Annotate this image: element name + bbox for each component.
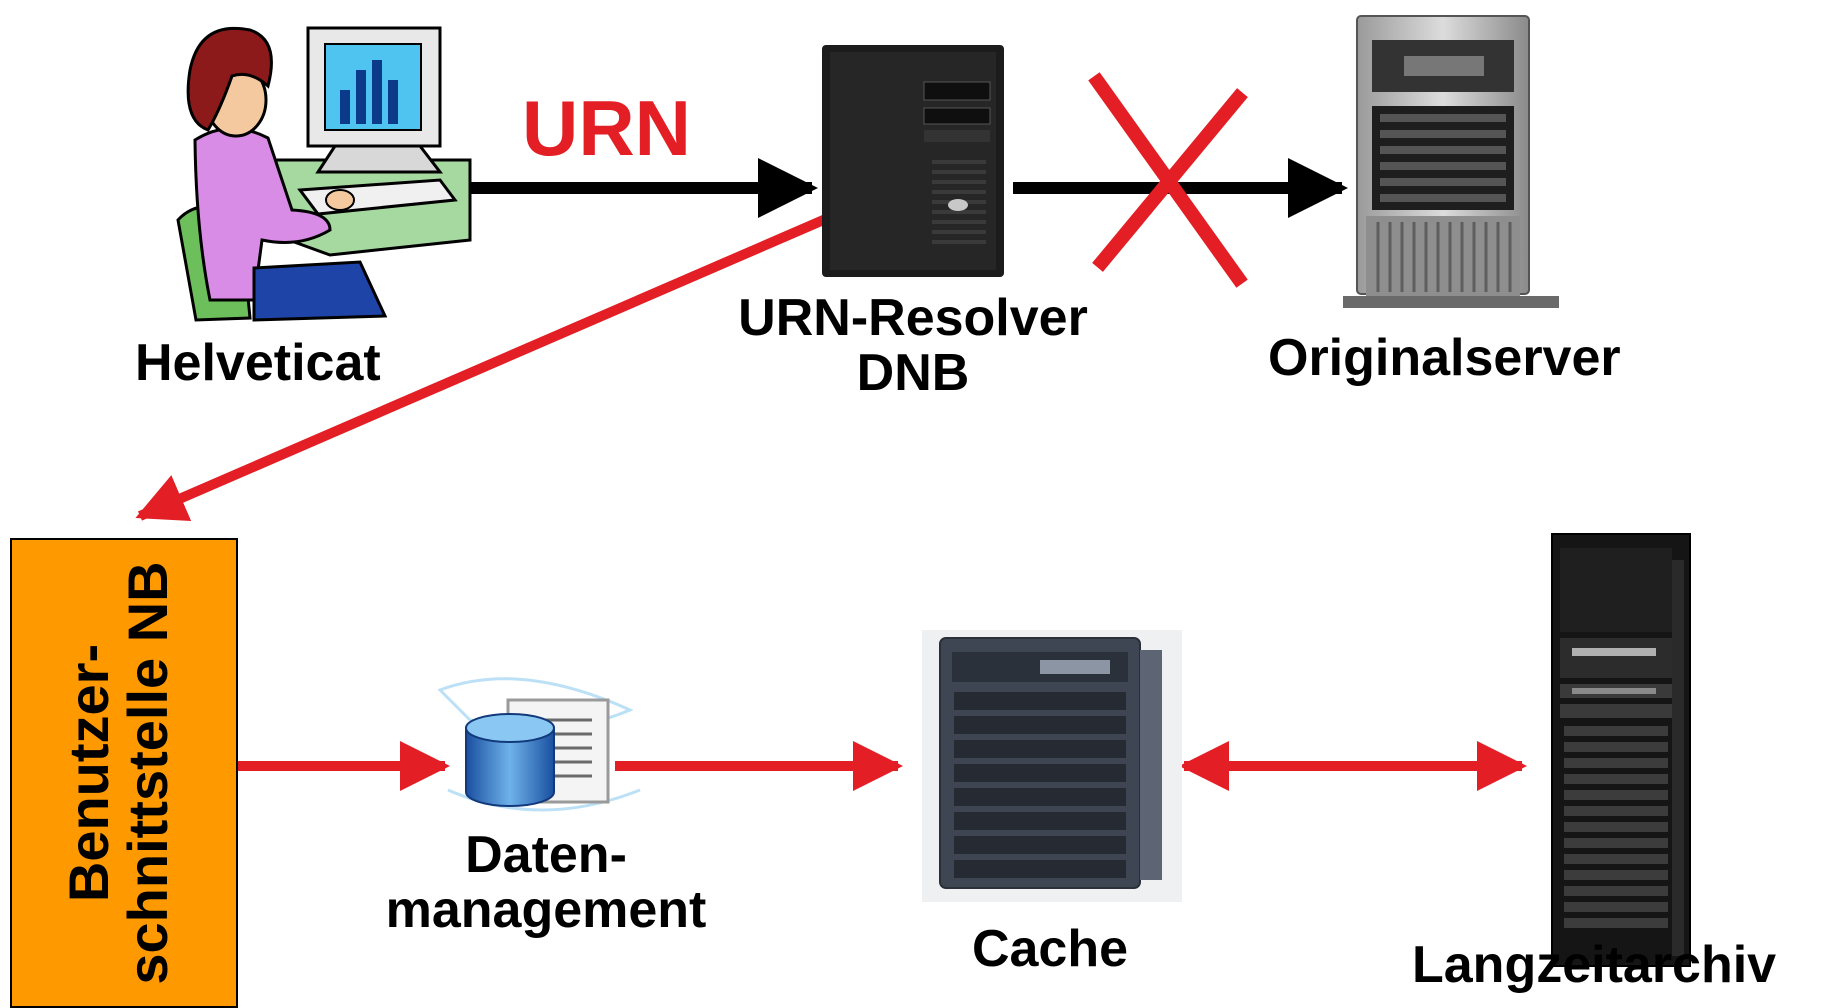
red-x-icon <box>1088 72 1248 288</box>
user-interface-box <box>10 538 238 1008</box>
storage-rack-icon <box>1551 533 1691 967</box>
tower-server-icon <box>1343 15 1559 308</box>
node-label-cache: Cache <box>971 920 1129 978</box>
database-document-icon <box>437 677 641 812</box>
node-label-helveticat: Helveticat <box>135 334 381 392</box>
node-label-originalserver: Originalserver <box>1268 329 1621 387</box>
node-label-resolver: URN-Resolver DNB <box>738 291 1088 400</box>
node-label-langzeitarchiv: Langzeitarchiv <box>1412 936 1777 994</box>
tower-server-icon <box>822 45 1004 277</box>
person-at-computer-icon <box>176 26 472 322</box>
node-label-datamanagement-line2: management <box>385 880 707 939</box>
node-label-resolver-line1: URN-Resolver <box>738 289 1088 347</box>
node-label-resolver-line2: DNB <box>856 343 970 402</box>
edge-label-urn: URN <box>522 84 691 172</box>
node-label-datamanagement-line1: Daten- <box>465 826 627 884</box>
rack-server-icon <box>922 630 1182 902</box>
user-interface-label-line2: schnittstelle NB <box>116 561 179 985</box>
user-interface-label-line1: Benutzer- <box>57 643 121 903</box>
arrow-resolver-to-interface <box>135 213 830 522</box>
node-label-datamanagement: Daten- management <box>386 828 707 937</box>
user-interface-label: Benutzer- schnittstelle NB <box>57 561 179 985</box>
